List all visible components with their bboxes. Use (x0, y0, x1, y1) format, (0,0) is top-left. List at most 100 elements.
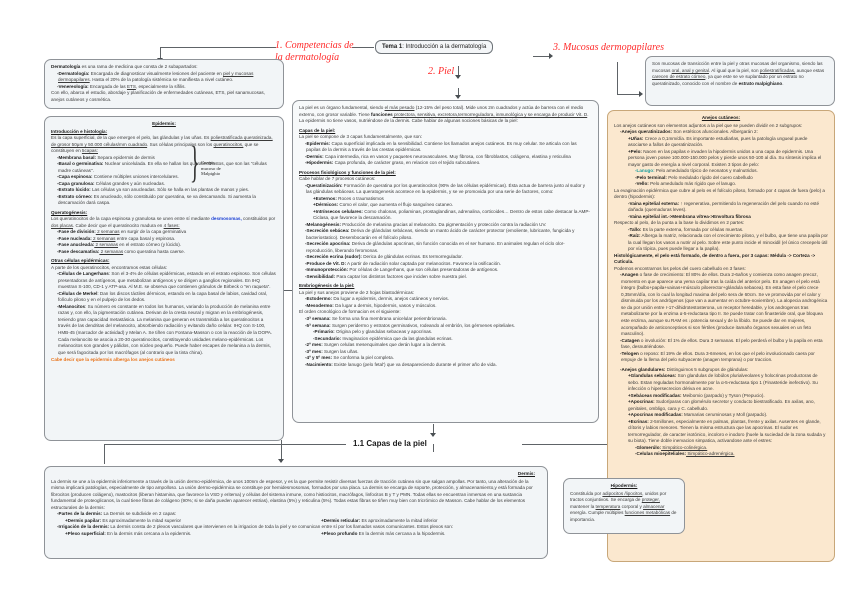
epidermis-box: Epidermis: Introducción e histología: Es… (44, 116, 284, 441)
list-item: -Ectodermo: Da lugar a epidermis, dermis… (299, 296, 592, 303)
t: poliestratificada queratinizada, de gros… (51, 135, 273, 147)
tema-label-rest: : Introducción a la dermatología (402, 44, 487, 50)
item-text: Es anucleado, sólo constituido por quera… (58, 193, 256, 206)
t: La piel es un órgano fundamental, siendo (299, 105, 385, 110)
item-label: -Primario: (313, 329, 335, 335)
item-text: o reposo: El 19% de ellos. Dura 3-6meses… (621, 350, 815, 363)
brace-icon: } (190, 139, 200, 188)
t: energía. Cumple múltiples (570, 510, 625, 516)
item-label: +Plexo profundo (321, 530, 358, 536)
item-text: en surgir de la capa germinativa (119, 229, 187, 235)
item-label: -Glomerúlo: (635, 444, 662, 450)
procesos-heading: Procesos fisiológicos y funciones de la … (299, 169, 396, 175)
item-label: -Estrato córneo: (57, 193, 93, 199)
connector-line (533, 56, 551, 57)
item-label: -Lanugo: (635, 168, 655, 174)
plexo-profundo: +Plexo profundo En la dermis más cercana… (321, 531, 445, 538)
item-text: Derica de glándulas ecrinas. Es termorre… (361, 254, 463, 260)
item-text: Pelo amedulado más rígido que el lanugo. (648, 181, 737, 187)
t: queratinocitos, (213, 141, 244, 147)
t: carecen de estrato córneo (652, 74, 706, 80)
item-label: -Nacimiento: (305, 361, 333, 367)
item-label: -Vaina epitelial externa: (628, 200, 680, 206)
epidermis-intro-text: Es la capa superficial, de la que emerge… (51, 135, 273, 153)
item-text: Para captar los distintos factores que i… (335, 273, 467, 279)
dermis-box: Dermis: La dermis se une a la epidermis … (44, 466, 548, 559)
item-text: Por células de Langerhans, que son célul… (348, 267, 499, 273)
item-text: Sudoríparas con glomérulo secretor y con… (628, 399, 815, 411)
anejos-intro: Los anejos cutáneos son elementos adjunt… (614, 122, 803, 128)
list-item: +Dermis papilar: Es aproximadamente la m… (51, 518, 541, 525)
item-text: Separa epidermis de dermis (96, 154, 155, 160)
tema-node[interactable]: Tema 1: Introducción a la dermatología (375, 40, 494, 54)
item-text: Mamarias ceruminosas y Moll (parpado). (682, 412, 768, 418)
item-label: -Secundario: (313, 335, 342, 341)
item-text: como queratina hasta caerse. (123, 248, 185, 254)
list-item: -Secreción ecrina (sudor): Derica de glá… (299, 254, 592, 261)
item-label: -Telogen (620, 350, 639, 356)
list-item: +Intrínsecos celulares: Como chalonas, p… (299, 209, 592, 222)
item-text: La Dermis se subdivide en 2 capas: (102, 511, 177, 517)
t: el más pesado (384, 105, 415, 110)
item-label: -Catagen (620, 337, 640, 343)
list-item: -Pelo terminal: Pelo medulado rígido del… (614, 175, 828, 182)
item-text: Producción de melanina gracias al melano… (341, 221, 547, 227)
item-label: -Ectodermo: (305, 296, 333, 302)
connector-line (104, 444, 346, 445)
list-item: +Apocrinas: Sudoríparas con glomérulo se… (614, 399, 828, 412)
section-title-piel: 2. Piel (428, 66, 455, 77)
capas-intro: La piel se compone de 3 capas fundamenta… (299, 134, 423, 140)
list-item: +Plexo superficial: En la dermis más cer… (51, 531, 541, 538)
list-item: -Celulas mioepiteliales: Simpático-adren… (614, 451, 828, 458)
item-text: Meibomio (parpado) y Tyson (Prepucio). (681, 392, 765, 398)
list-item: -Anagen o fase de crecimiento: El 80% de… (614, 272, 828, 337)
list-item: -5ª semana: Surgen peridermo y estratos … (299, 323, 592, 330)
item-label: -3ª semana: (305, 315, 331, 321)
item-label: +Uñas: (628, 135, 644, 141)
item-label: -Fase nucleada: (57, 235, 92, 241)
item-text: Las células ya son anucleadas. Sólo se h… (90, 187, 250, 193)
item-text: Alberga la matriz, relacionada con el cr… (628, 233, 828, 252)
item-text: o fase de crecimiento: El 80% de ellos. … (621, 272, 828, 337)
list-item: -Hipodermis: Capa profunda, de carácter … (299, 160, 592, 167)
connector-arrow (455, 95, 461, 99)
list-item: +Dérmicos: Como el calor, que aumenta el… (299, 202, 592, 209)
list-item: -Sensibilidad: Para captar los distintos… (299, 274, 592, 281)
list-item: -Melanogénesis: Producción de melanina g… (299, 222, 592, 229)
item-underline: 2 semanas (95, 229, 120, 235)
item-underline: 2 semanas (99, 248, 124, 254)
t: . (782, 80, 784, 86)
connector-line (160, 47, 276, 48)
list-item: -Mesodermo: Da lugar a dermis, hipodermi… (299, 303, 592, 310)
item-label: -Venereología: (57, 83, 89, 89)
item-label: -Produce de Vit. D: (305, 260, 347, 266)
item-text: Son glandulas de lobúlos plurialveolares… (628, 373, 818, 392)
list-item: -Vaina epitelial int.->Membrana vítrea->… (614, 214, 828, 221)
item-label: -Epidermis: (305, 140, 331, 146)
item-label: -Hipodermis: (305, 160, 334, 166)
item-text: Encargada de diagnosticar visualmente le… (89, 70, 223, 76)
item-text: Surgen las uñas. (322, 348, 359, 354)
list-item: -Dermatología: Encargada de diagnosticar… (51, 71, 277, 84)
fases-intro: Podemos encontrarnos los pelos del cuero… (614, 265, 746, 271)
item-text: En la dermis más cercana a la epidermis. (105, 530, 192, 536)
epidermis-footnote: Cabe decir que la epidermis alberga los … (51, 357, 175, 363)
item-label: -Sensibilidad: (305, 273, 336, 279)
item-label: -Fase anucleada: (57, 242, 95, 248)
connector-arrow (430, 433, 436, 437)
item-text: 2-5millones, especialmente en palmas, pl… (628, 418, 826, 444)
list-item: -Queratinización: Formación de queratina… (299, 183, 592, 196)
epidermis-title: Epidermis: (152, 121, 176, 126)
item-underline: ETS (126, 83, 136, 89)
item-label: -4º y 5º mes: (305, 355, 333, 361)
item-label: +Dermis reticular: (321, 517, 361, 523)
item-text: Origina pelo y glandulas sebaceas y apoc… (334, 329, 433, 335)
section-title-competencias: 1. Competencias de la dermatología (275, 40, 354, 63)
item-text: Se conforma la piel completa. (332, 355, 394, 361)
item-text: Crece a 0,1mm/día. Es importante estudia… (628, 135, 808, 148)
t: Es la capa superficial, de la que emerge… (51, 135, 211, 141)
t: . Cabe decir que el queratinocito madura… (72, 222, 164, 228)
list-item: -2º mes: Surgen celulas mesenquimales qu… (299, 342, 592, 349)
anejos-title: Anejos cutáneos: (701, 115, 741, 120)
item-text: : Son el 3-4% de células epidérmicas, es… (58, 271, 276, 290)
